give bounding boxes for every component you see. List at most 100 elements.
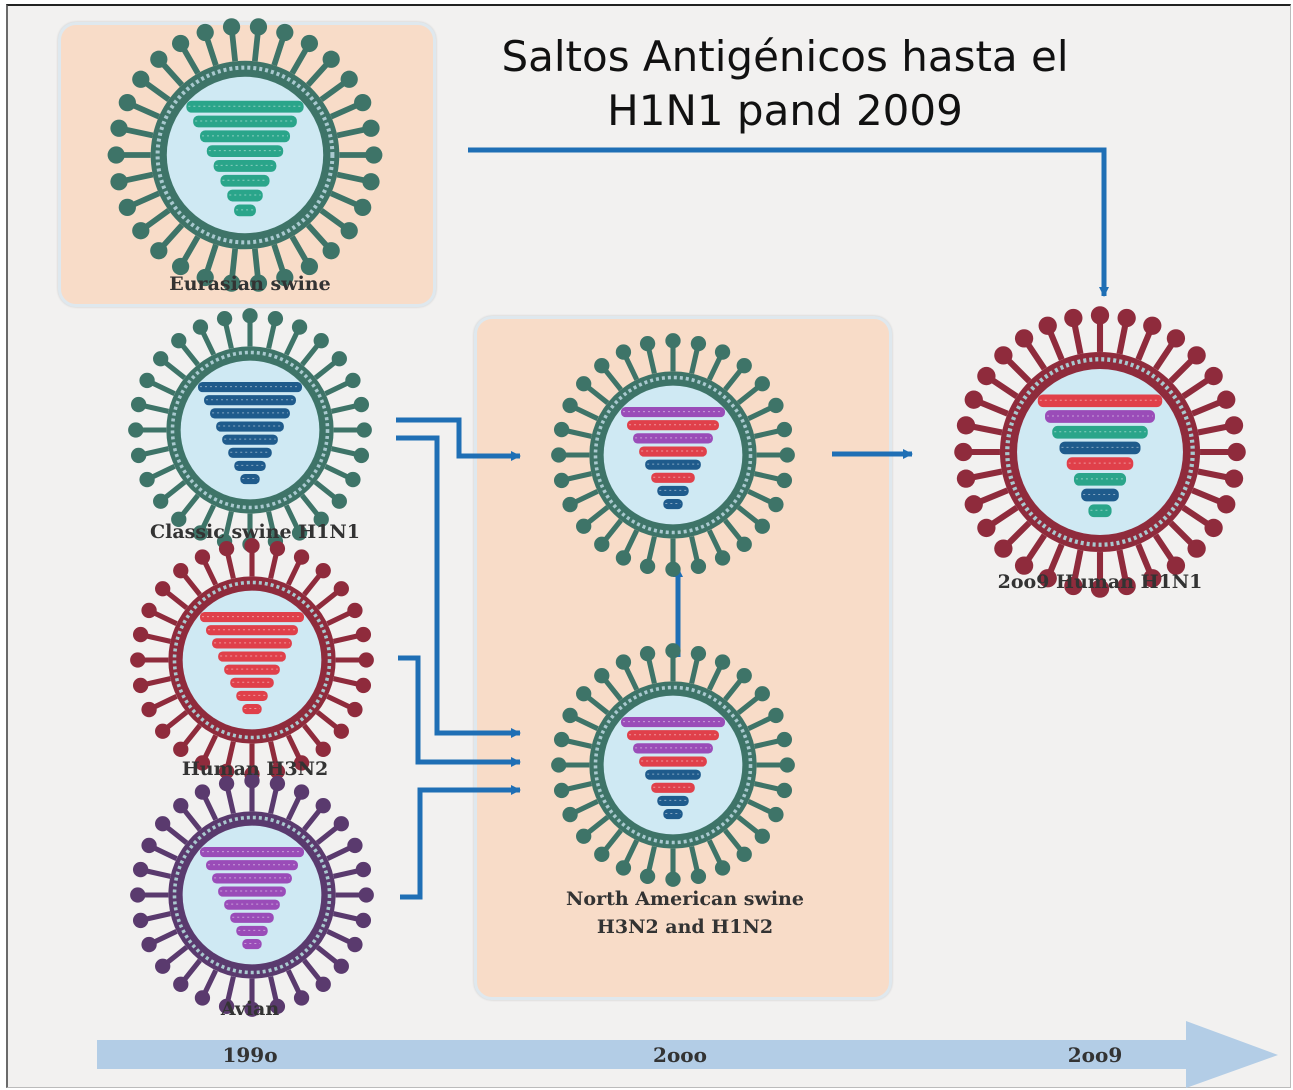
spike	[736, 505, 760, 526]
gene-segment	[206, 860, 298, 871]
spike	[586, 694, 610, 715]
spike-head	[977, 366, 996, 386]
spike-head	[1090, 579, 1110, 598]
timeline-tick-2009: 2oo9	[1068, 1043, 1123, 1067]
gene-segment	[1045, 410, 1155, 423]
spike-head	[150, 242, 168, 260]
spike-head	[139, 372, 155, 389]
spike	[689, 535, 700, 562]
spike	[989, 376, 1019, 399]
spike-head	[736, 846, 752, 862]
spike-head	[1064, 308, 1083, 328]
spike	[1191, 399, 1222, 417]
spike-head	[118, 198, 136, 217]
gene-segment	[230, 912, 274, 923]
spike-head	[171, 34, 190, 53]
gene-segment	[1052, 425, 1148, 439]
spike-head	[779, 447, 795, 463]
gene-segment	[222, 434, 278, 445]
spike-head	[173, 741, 189, 757]
spike-head	[173, 563, 189, 579]
spike	[1005, 357, 1032, 384]
virus-avian	[130, 773, 374, 1017]
spike	[326, 610, 352, 627]
spike-head	[615, 654, 632, 670]
spike-head	[347, 837, 363, 854]
spike-head	[562, 707, 578, 724]
spike-head	[1166, 329, 1186, 348]
spike	[223, 510, 234, 537]
spike-head	[358, 887, 374, 903]
spike-head	[956, 416, 976, 435]
spike-head	[331, 493, 347, 509]
spike-head	[313, 333, 329, 349]
spike	[706, 355, 723, 381]
spike	[971, 468, 1003, 481]
spike	[124, 126, 154, 139]
spike-head	[354, 93, 372, 112]
spike	[586, 384, 610, 405]
spike-head	[347, 602, 363, 619]
spike-head	[553, 421, 570, 438]
spike	[723, 828, 744, 852]
spike-head	[1117, 576, 1136, 596]
spike-head	[994, 539, 1013, 558]
spike	[300, 493, 321, 517]
spike-head	[562, 496, 578, 513]
spike-head	[128, 422, 144, 438]
spike	[300, 343, 321, 367]
spike	[566, 738, 593, 749]
spike-head	[977, 518, 996, 538]
spike-head	[118, 93, 136, 112]
spike	[145, 868, 172, 879]
spike-head	[132, 861, 149, 878]
spike-head	[594, 536, 610, 552]
spike	[753, 781, 780, 792]
spike	[623, 529, 640, 555]
spike-head	[355, 912, 372, 929]
gene-segment	[645, 769, 701, 780]
spike	[145, 676, 172, 687]
spike-head	[665, 333, 681, 349]
spike-head	[553, 782, 570, 799]
spike-head	[218, 540, 235, 557]
spike	[989, 505, 1019, 528]
spike	[602, 678, 623, 702]
spike	[706, 839, 723, 865]
spike-head	[576, 518, 592, 534]
spike	[271, 243, 286, 273]
gene-segment	[210, 408, 290, 419]
spike-head	[690, 645, 707, 662]
gene-segment	[651, 782, 695, 793]
spike	[225, 788, 236, 815]
spike-head	[355, 861, 372, 878]
spike	[131, 190, 161, 208]
spike-head	[171, 333, 187, 349]
spike	[753, 738, 780, 749]
spike-head	[553, 731, 570, 748]
spike	[602, 828, 623, 852]
spike	[283, 504, 300, 530]
spike	[268, 740, 279, 767]
spike	[336, 126, 366, 139]
gene-segment	[236, 690, 268, 701]
spike-head	[291, 319, 308, 335]
spike	[225, 975, 236, 1002]
spike-head	[768, 806, 784, 823]
spike-head	[355, 677, 372, 694]
membrane	[593, 685, 753, 845]
spike-head	[244, 773, 260, 789]
spike-head	[333, 723, 349, 739]
spike-head	[171, 511, 187, 527]
gene-segment	[1037, 394, 1163, 408]
spike	[1153, 341, 1176, 371]
spike	[285, 795, 302, 821]
spike	[251, 248, 261, 278]
membrane	[1005, 357, 1195, 547]
spike	[163, 359, 187, 380]
spike	[150, 463, 176, 480]
virus-human-h3n2	[130, 538, 374, 782]
spike	[305, 223, 330, 249]
spike	[165, 710, 189, 731]
spike	[289, 46, 310, 75]
